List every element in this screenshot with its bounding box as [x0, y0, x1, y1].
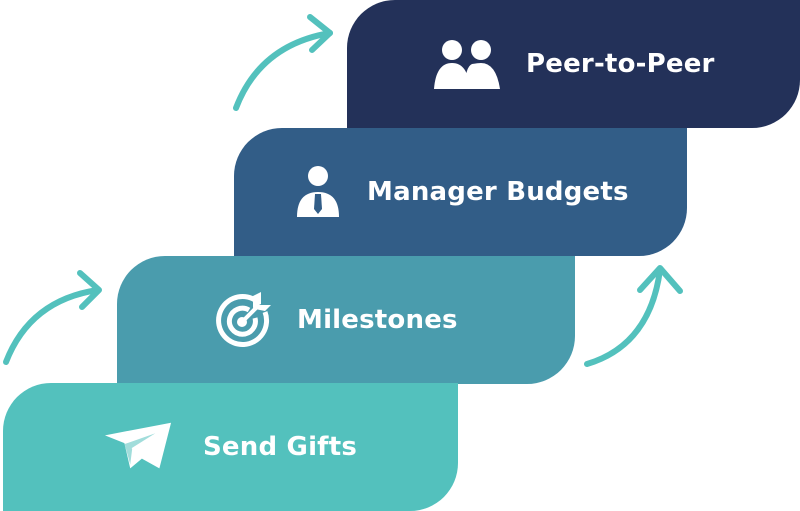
step-label: Peer-to-Peer [526, 49, 715, 79]
step-milestones: Milestones [117, 256, 575, 384]
step-manager-budgets: Manager Budgets [234, 128, 687, 256]
step-label: Manager Budgets [367, 177, 629, 207]
manager-icon [291, 165, 345, 219]
step-label: Milestones [297, 305, 458, 335]
target-icon [215, 292, 275, 347]
step-label: Send Gifts [203, 432, 358, 462]
paper-plane-icon [103, 420, 173, 474]
users-icon [432, 37, 502, 91]
step-peer-to-peer: Peer-to-Peer [347, 0, 800, 128]
step-send-gifts: Send Gifts [3, 383, 458, 511]
